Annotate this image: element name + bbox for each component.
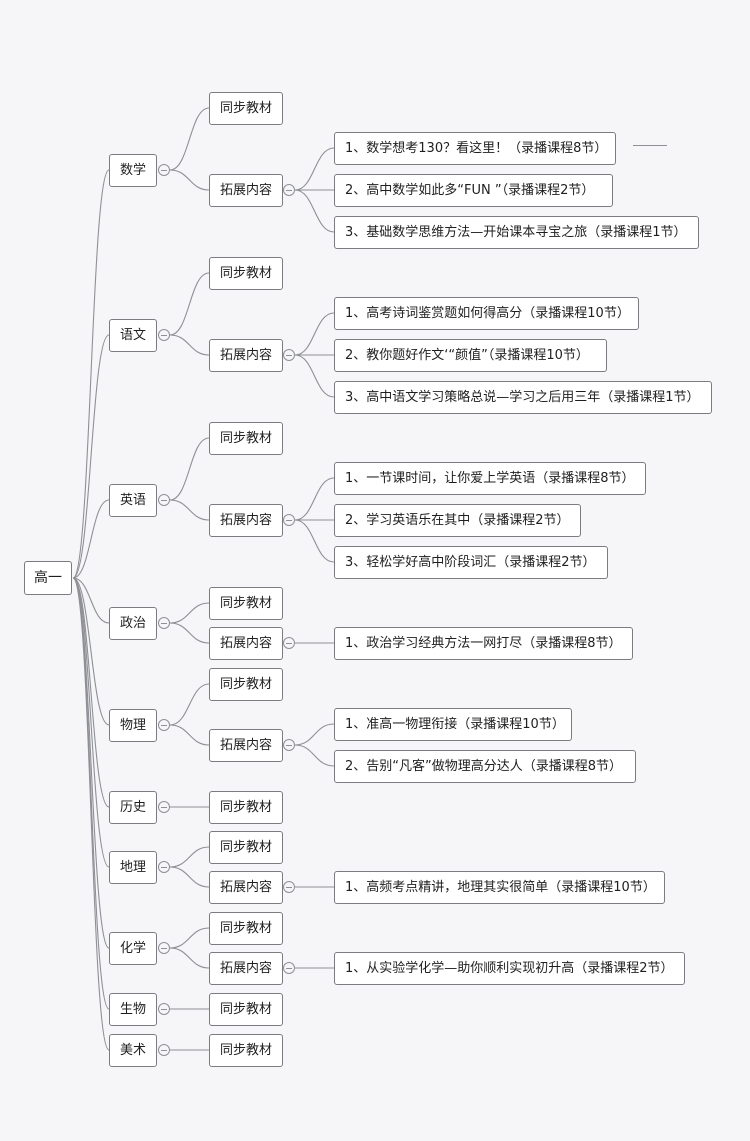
link-english-item-1 xyxy=(294,477,335,521)
course-item-math-1[interactable]: 1、数学想考130？看这里！（录播课程8节） xyxy=(334,131,616,165)
link-root-biology xyxy=(72,577,110,1010)
link-english-sync xyxy=(169,437,210,501)
ext-node-politics[interactable]: 拓展内容 xyxy=(209,626,283,660)
stray-line xyxy=(633,145,667,146)
course-item-english-2[interactable]: 2、学习英语乐在其中（录播课程2节） xyxy=(334,503,581,537)
link-math-item-3 xyxy=(294,189,335,233)
collapse-icon-physics-ext[interactable] xyxy=(283,739,295,751)
collapse-icon-math[interactable] xyxy=(158,164,170,176)
collapse-icon-biology[interactable] xyxy=(158,1003,170,1015)
collapse-icon-geography[interactable] xyxy=(158,861,170,873)
sync-node-chemistry[interactable]: 同步教材 xyxy=(209,911,283,945)
collapse-icon-chemistry[interactable] xyxy=(158,942,170,954)
link-english-item-3 xyxy=(294,519,335,563)
sync-node-history[interactable]: 同步教材 xyxy=(209,790,283,824)
course-item-math-2[interactable]: 2、高中数学如此多“FUN ”（录播课程2节） xyxy=(334,173,613,207)
course-item-chinese-3[interactable]: 3、高中语文学习策略总说—学习之后用三年（录播课程1节） xyxy=(334,380,712,414)
sync-node-art[interactable]: 同步教材 xyxy=(209,1033,283,1067)
collapse-icon-math-ext[interactable] xyxy=(283,184,295,196)
collapse-icon-history[interactable] xyxy=(158,801,170,813)
course-item-geography-1[interactable]: 1、高频考点精讲，地理其实很简单（录播课程10节） xyxy=(334,870,665,904)
link-physics-item-1 xyxy=(294,723,335,746)
link-math-item-1 xyxy=(294,147,335,191)
collapse-icon-geography-ext[interactable] xyxy=(283,881,295,893)
sync-node-geography[interactable]: 同步教材 xyxy=(209,830,283,864)
course-item-politics-1[interactable]: 1、政治学习经典方法一网打尽（录播课程8节） xyxy=(334,626,633,660)
ext-node-physics[interactable]: 拓展内容 xyxy=(209,728,283,762)
collapse-icon-politics[interactable] xyxy=(158,617,170,629)
collapse-icon-art[interactable] xyxy=(158,1044,170,1056)
link-chinese-item-1 xyxy=(294,312,335,356)
subject-node-politics[interactable]: 政治 xyxy=(109,606,157,640)
collapse-icon-english[interactable] xyxy=(158,494,170,506)
subject-node-biology[interactable]: 生物 xyxy=(109,992,157,1026)
link-physics-item-2 xyxy=(294,744,335,767)
link-root-politics xyxy=(72,577,110,624)
collapse-icon-chinese-ext[interactable] xyxy=(283,349,295,361)
sync-node-biology[interactable]: 同步教材 xyxy=(209,992,283,1026)
link-root-art xyxy=(72,577,110,1051)
course-item-english-3[interactable]: 3、轻松学好高中阶段词汇（录播课程2节） xyxy=(334,545,608,579)
link-chinese-sync xyxy=(169,272,210,336)
sync-node-english[interactable]: 同步教材 xyxy=(209,421,283,455)
link-root-chinese xyxy=(72,334,110,579)
ext-node-chinese[interactable]: 拓展内容 xyxy=(209,338,283,372)
ext-node-chemistry[interactable]: 拓展内容 xyxy=(209,951,283,985)
subject-node-math[interactable]: 数学 xyxy=(109,153,157,187)
link-root-physics xyxy=(72,577,110,726)
root-node[interactable]: 高一 xyxy=(24,561,72,595)
sync-node-math[interactable]: 同步教材 xyxy=(209,91,283,125)
link-root-chemistry xyxy=(72,577,110,949)
subject-node-english[interactable]: 英语 xyxy=(109,483,157,517)
collapse-icon-physics[interactable] xyxy=(158,719,170,731)
sync-node-physics[interactable]: 同步教材 xyxy=(209,667,283,701)
link-root-english xyxy=(72,499,110,579)
link-root-geography xyxy=(72,577,110,868)
course-item-english-1[interactable]: 1、一节课时间，让你爱上学英语（录播课程8节） xyxy=(334,461,646,495)
link-root-math xyxy=(72,169,110,579)
link-politics-sync xyxy=(169,602,210,624)
ext-node-geography[interactable]: 拓展内容 xyxy=(209,870,283,904)
link-math-ext xyxy=(169,169,210,191)
ext-node-math[interactable]: 拓展内容 xyxy=(209,173,283,207)
course-item-chemistry-1[interactable]: 1、从实验学化学—助你顺利实现初升高（录播课程2节） xyxy=(334,951,685,985)
subject-node-art[interactable]: 美术 xyxy=(109,1033,157,1067)
subject-node-physics[interactable]: 物理 xyxy=(109,708,157,742)
link-chinese-ext xyxy=(169,334,210,356)
collapse-icon-chemistry-ext[interactable] xyxy=(283,962,295,974)
collapse-icon-chinese[interactable] xyxy=(158,329,170,341)
subject-node-geography[interactable]: 地理 xyxy=(109,850,157,884)
course-item-physics-2[interactable]: 2、告别“凡客”做物理高分达人（录播课程8节） xyxy=(334,749,636,783)
link-english-ext xyxy=(169,499,210,521)
subject-node-history[interactable]: 历史 xyxy=(109,790,157,824)
link-chemistry-sync xyxy=(169,927,210,949)
course-item-chinese-1[interactable]: 1、高考诗词鉴赏题如何得高分（录播课程10节） xyxy=(334,296,639,330)
link-politics-ext xyxy=(169,622,210,644)
link-chinese-item-3 xyxy=(294,354,335,398)
course-item-physics-1[interactable]: 1、准高一物理衔接（录播课程10节） xyxy=(334,707,572,741)
link-physics-sync xyxy=(169,683,210,726)
collapse-icon-politics-ext[interactable] xyxy=(283,637,295,649)
sync-node-politics[interactable]: 同步教材 xyxy=(209,586,283,620)
ext-node-english[interactable]: 拓展内容 xyxy=(209,503,283,537)
sync-node-chinese[interactable]: 同步教材 xyxy=(209,256,283,290)
subject-node-chemistry[interactable]: 化学 xyxy=(109,931,157,965)
subject-node-chinese[interactable]: 语文 xyxy=(109,318,157,352)
link-geography-sync xyxy=(169,846,210,868)
link-physics-ext xyxy=(169,724,210,746)
course-item-chinese-2[interactable]: 2、教你题好作文‘“颜值”（录播课程10节） xyxy=(334,338,607,372)
link-chemistry-ext xyxy=(169,947,210,969)
link-root-history xyxy=(72,577,110,808)
collapse-icon-english-ext[interactable] xyxy=(283,514,295,526)
link-geography-ext xyxy=(169,866,210,888)
link-math-sync xyxy=(169,107,210,171)
course-item-math-3[interactable]: 3、基础数学思维方法—开始课本寻宝之旅（录播课程1节） xyxy=(334,215,699,249)
